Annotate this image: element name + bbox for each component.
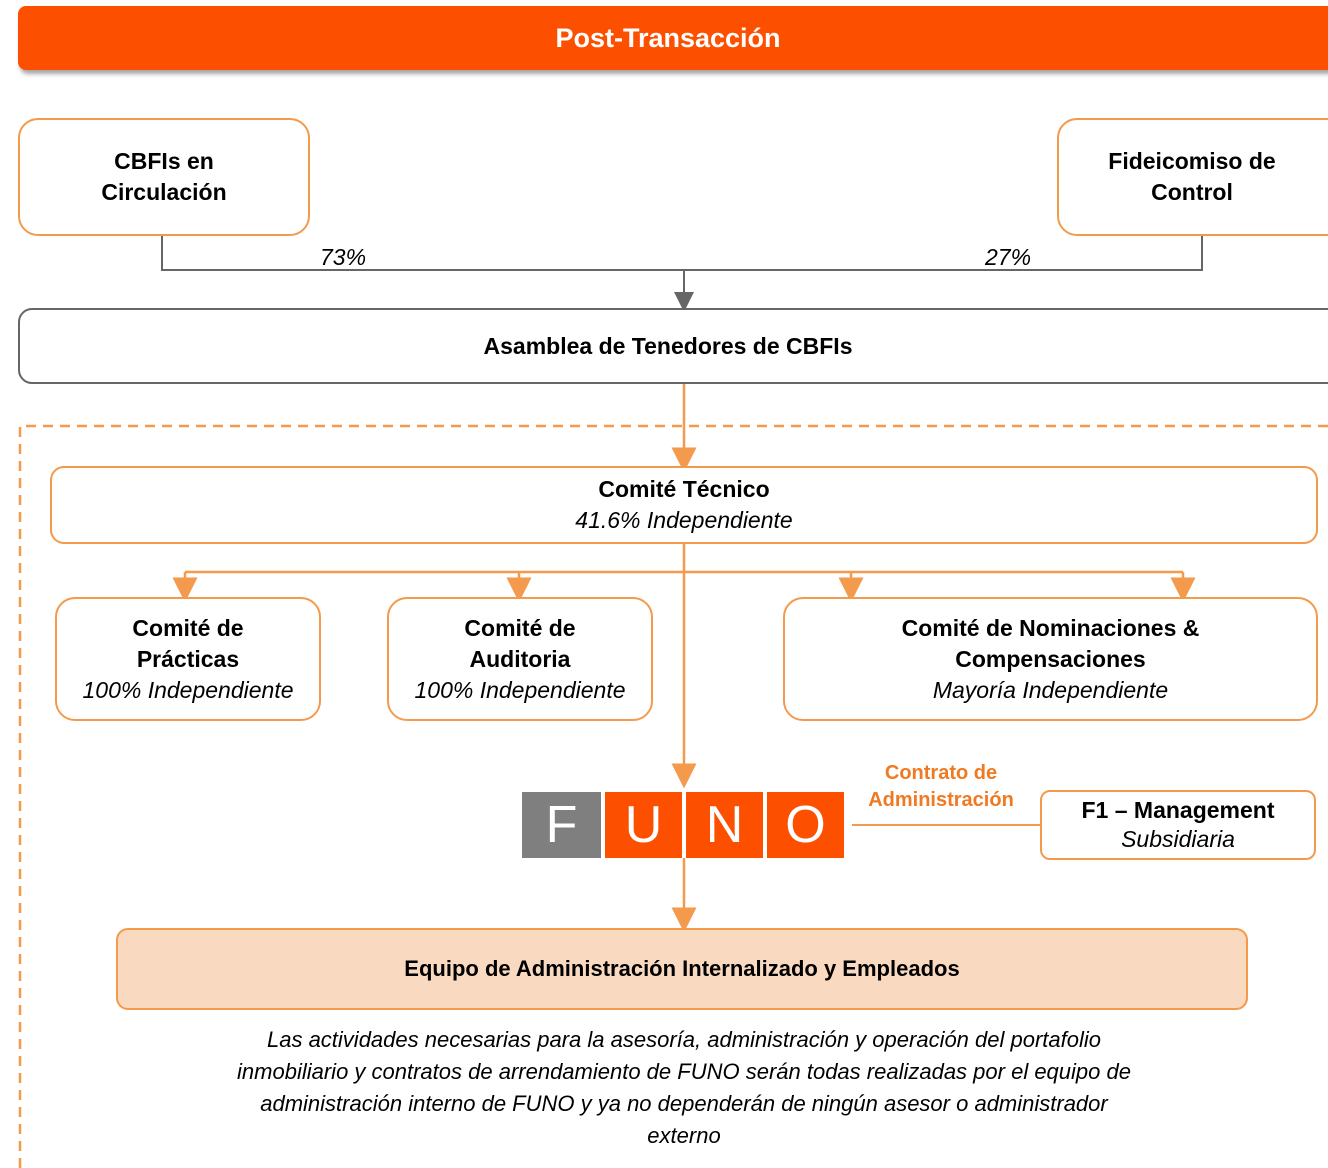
contract-label: Contrato de Administración (858, 760, 1024, 814)
node-f1: F1 – Management Subsidiaria (1040, 790, 1316, 860)
node-nominaciones-line1: Comité de Nominaciones & (901, 614, 1200, 641)
node-cbfis: CBFIs en Circulación (18, 118, 310, 236)
footer-line1: Las actividades necesarias para la aseso… (266, 1027, 1102, 1052)
node-nominaciones-line2: Compensaciones (955, 645, 1146, 672)
pct-right: 27% (985, 244, 1032, 270)
contract-line2: Administración (868, 789, 1014, 811)
node-f1-sub: Subsidiaria (1121, 826, 1235, 852)
node-comite-tecnico: Comité Técnico 41.6% Independiente (50, 466, 1318, 544)
pct-left: 73% (320, 244, 367, 270)
footer-line2: inmobiliario y contratos de arrendamient… (237, 1059, 1131, 1084)
funo-logo: F U N O (522, 792, 844, 858)
node-f1-label: F1 – Management (1081, 797, 1275, 823)
node-practicas: Comité de Prácticas 100% Independiente (55, 597, 321, 721)
node-cbfis-line2: Circulación (101, 179, 227, 205)
footer-line3: administración interno de FUNO y ya no d… (260, 1091, 1108, 1116)
node-fideicomiso-line1: Fideicomiso de (1108, 148, 1276, 174)
node-auditoria-line2: Auditoria (469, 645, 571, 672)
footer-note: Las actividades necesarias para la aseso… (120, 1024, 1248, 1152)
logo-letter-o: O (767, 792, 844, 858)
node-nominaciones-sub: Mayoría Independiente (932, 676, 1169, 703)
node-auditoria: Comité de Auditoria 100% Independiente (387, 597, 653, 721)
node-equipo-label: Equipo de Administración Internalizado y… (404, 956, 960, 981)
logo-letter-n: N (686, 792, 763, 858)
node-fideicomiso-line2: Control (1151, 179, 1233, 205)
logo-letter-u: U (605, 792, 682, 858)
node-asamblea: Asamblea de Tenedores de CBFIs (18, 308, 1328, 384)
node-cbfis-line1: CBFIs en (114, 148, 214, 174)
footer-line4: externo (647, 1123, 721, 1148)
node-comite-tecnico-label: Comité Técnico (598, 476, 770, 502)
dashed-boundary (18, 424, 1328, 1168)
page-title: Post-Transacción (18, 6, 1328, 70)
node-practicas-line2: Prácticas (136, 645, 240, 672)
node-nominaciones: Comité de Nominaciones & Compensaciones … (783, 597, 1318, 721)
node-comite-tecnico-sub: 41.6% Independiente (575, 507, 793, 533)
node-practicas-sub: 100% Independiente (82, 676, 294, 703)
node-equipo: Equipo de Administración Internalizado y… (116, 928, 1248, 1010)
node-auditoria-line1: Comité de (464, 614, 576, 641)
node-asamblea-label: Asamblea de Tenedores de CBFIs (483, 332, 853, 359)
node-auditoria-sub: 100% Independiente (414, 676, 626, 703)
node-practicas-line1: Comité de (132, 614, 244, 641)
logo-letter-f: F (522, 792, 601, 858)
contract-line1: Contrato de (884, 762, 998, 784)
node-fideicomiso: Fideicomiso de Control (1057, 118, 1328, 236)
edge-cbfis (161, 236, 1203, 271)
